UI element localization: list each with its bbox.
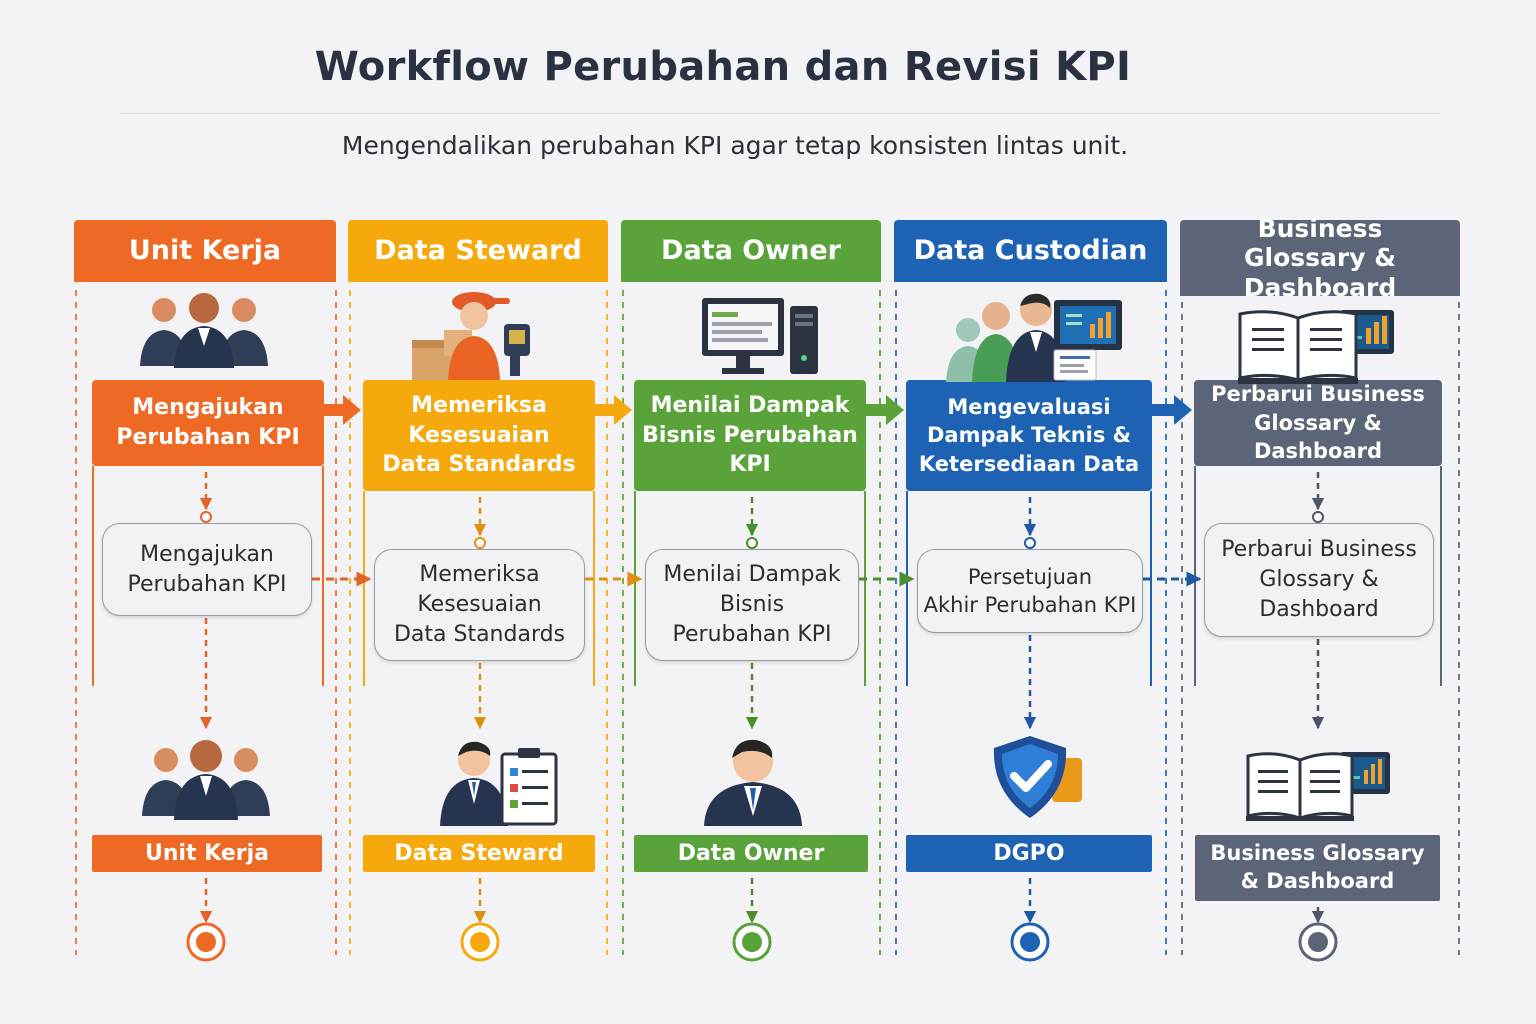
step-connector-arrowhead [1174, 395, 1192, 425]
step-connector-arrowhead [614, 395, 632, 425]
detail-box-data-owner: Menilai Dampak Bisnis Perubahan KPI [645, 549, 859, 661]
flow-node [200, 511, 212, 523]
detail-box-data-steward: Memeriksa Kesesuaian Data Standards [374, 549, 585, 661]
page-title: Workflow Perubahan dan Revisi KPI [314, 44, 1132, 90]
steward-checklist-icon [440, 741, 558, 826]
role-label-unit-kerja: Unit Kerja [92, 835, 322, 872]
step-connector-arrowhead [886, 395, 904, 425]
lane-boundaries [75, 290, 1460, 955]
step-box-business-glossary: Perbarui Business Glossary & Dashboard [1194, 380, 1442, 466]
end-node-inner [742, 932, 762, 952]
role-label-business-glossary: Business Glossary & Dashboard [1195, 835, 1440, 901]
lane-header-data-steward: Data Steward [348, 220, 608, 282]
flow-node [1024, 537, 1036, 549]
end-node-inner [1308, 932, 1328, 952]
detail-box-dgpo: Persetujuan Akhir Perubahan KPI [917, 549, 1143, 633]
detail-box-unit-kerja: Mengajukan Perubahan KPI [102, 523, 312, 616]
step-box-data-steward: Memeriksa Kesesuaian Data Standards [363, 380, 595, 491]
flow-node [1312, 511, 1324, 523]
step-box-unit-kerja: Mengajukan Perubahan KPI [92, 380, 324, 466]
lane-header-business-glossary: Business Glossary & Dashboard [1180, 214, 1460, 302]
book-dashboard-icon [1238, 310, 1394, 384]
flow-node [474, 537, 486, 549]
flow-node [746, 537, 758, 549]
role-label-dgpo: DGPO [906, 835, 1152, 872]
step-connector-arrow [595, 404, 616, 416]
lane-header-unit-kerja: Unit Kerja [74, 220, 336, 282]
computer-icon [702, 298, 818, 374]
end-node-inner [196, 932, 216, 952]
shield-check-icon [993, 736, 1082, 818]
vertical-flows [199, 472, 1325, 924]
step-connector-arrow [866, 404, 888, 416]
team-icon [140, 293, 268, 368]
detail-box-business-glossary: Perbarui Business Glossary & Dashboard [1204, 523, 1434, 637]
team-icon [142, 740, 270, 820]
end-node-inner [1020, 932, 1040, 952]
step-box-data-custodian: Mengevaluasi Dampak Teknis & Ketersediaa… [906, 380, 1152, 491]
role-label-data-steward: Data Steward [363, 835, 595, 872]
steward-scanner-icon [412, 292, 530, 380]
business-person-icon [704, 739, 802, 826]
lane-header-data-owner: Data Owner [621, 220, 881, 282]
lane-header-data-custodian: Data Custodian [894, 220, 1167, 282]
custodian-team-icon [946, 293, 1122, 382]
step-connector-arrowhead [343, 395, 361, 425]
step-box-data-owner: Menilai Dampak Bisnis Perubahan KPI [634, 380, 866, 491]
end-node-inner [470, 932, 490, 952]
horizontal-flows [312, 395, 1202, 587]
role-label-data-owner: Data Owner [634, 835, 868, 872]
title-divider [120, 113, 1440, 114]
step-connector-arrow [324, 404, 345, 416]
step-connector-arrow [1152, 404, 1176, 416]
end-nodes [186, 922, 1338, 962]
page-subtitle: Mengendalikan perubahan KPI agar tetap k… [341, 131, 1129, 160]
book-dashboard-icon [1246, 752, 1390, 821]
